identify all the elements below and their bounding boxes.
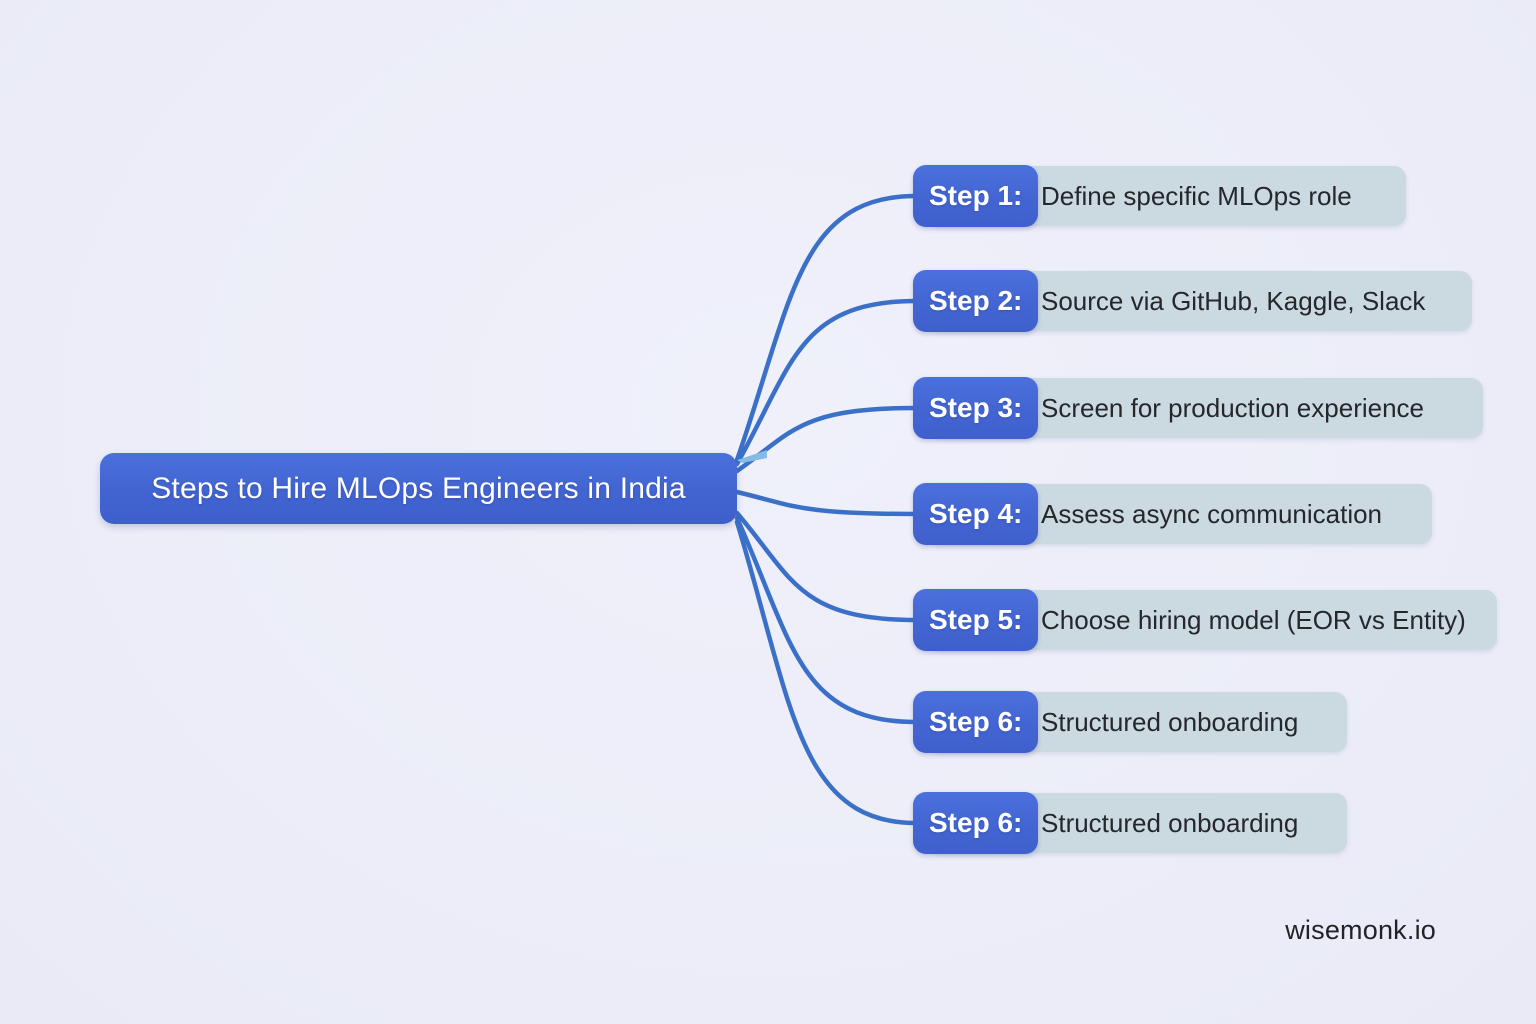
step-badge: Step 1:: [913, 165, 1039, 227]
step-badge: Step 4:: [913, 483, 1039, 545]
step-badge: Step 3:: [913, 377, 1039, 439]
step-badge-label: Step 6:: [929, 807, 1023, 838]
step-label: Define specific MLOps role: [1041, 180, 1352, 211]
connector-curve-step-7: [734, 519, 919, 826]
connector-curve-step-1: [734, 193, 919, 463]
step-label: Screen for production experience: [1041, 392, 1425, 423]
step-badge-label: Step 3:: [929, 392, 1023, 423]
step-badge-label: Step 1:: [929, 180, 1023, 211]
step-badge-label: Step 5:: [929, 604, 1023, 635]
step-label: Source via GitHub, Kaggle, Slack: [1041, 285, 1426, 316]
connector-curve-step-5: [734, 510, 919, 623]
step-badge: Step 6:: [913, 792, 1039, 854]
connector-curve-step-4: [734, 489, 919, 517]
step-label: Assess async communication: [1041, 498, 1383, 529]
root-node: Steps to Hire MLOps Engineers in India: [100, 453, 737, 524]
step-badge-label: Step 4:: [929, 498, 1023, 529]
watermark: wisemonk.io: [1285, 915, 1436, 945]
step-badge: Step 5:: [913, 589, 1039, 651]
connector-curve-step-6: [734, 515, 919, 725]
step-badge: Step 6:: [913, 691, 1039, 753]
step-badge-label: Step 6:: [929, 706, 1023, 737]
step-label: Structured onboarding: [1041, 706, 1299, 737]
step-label: Choose hiring model (EOR vs Entity): [1041, 604, 1466, 635]
connector-curve-step-2: [734, 298, 919, 467]
root-node-label: Steps to Hire MLOps Engineers in India: [151, 471, 686, 505]
step-badge: Step 2:: [913, 270, 1039, 332]
step-label: Structured onboarding: [1041, 807, 1299, 838]
step-badge-label: Step 2:: [929, 285, 1023, 316]
